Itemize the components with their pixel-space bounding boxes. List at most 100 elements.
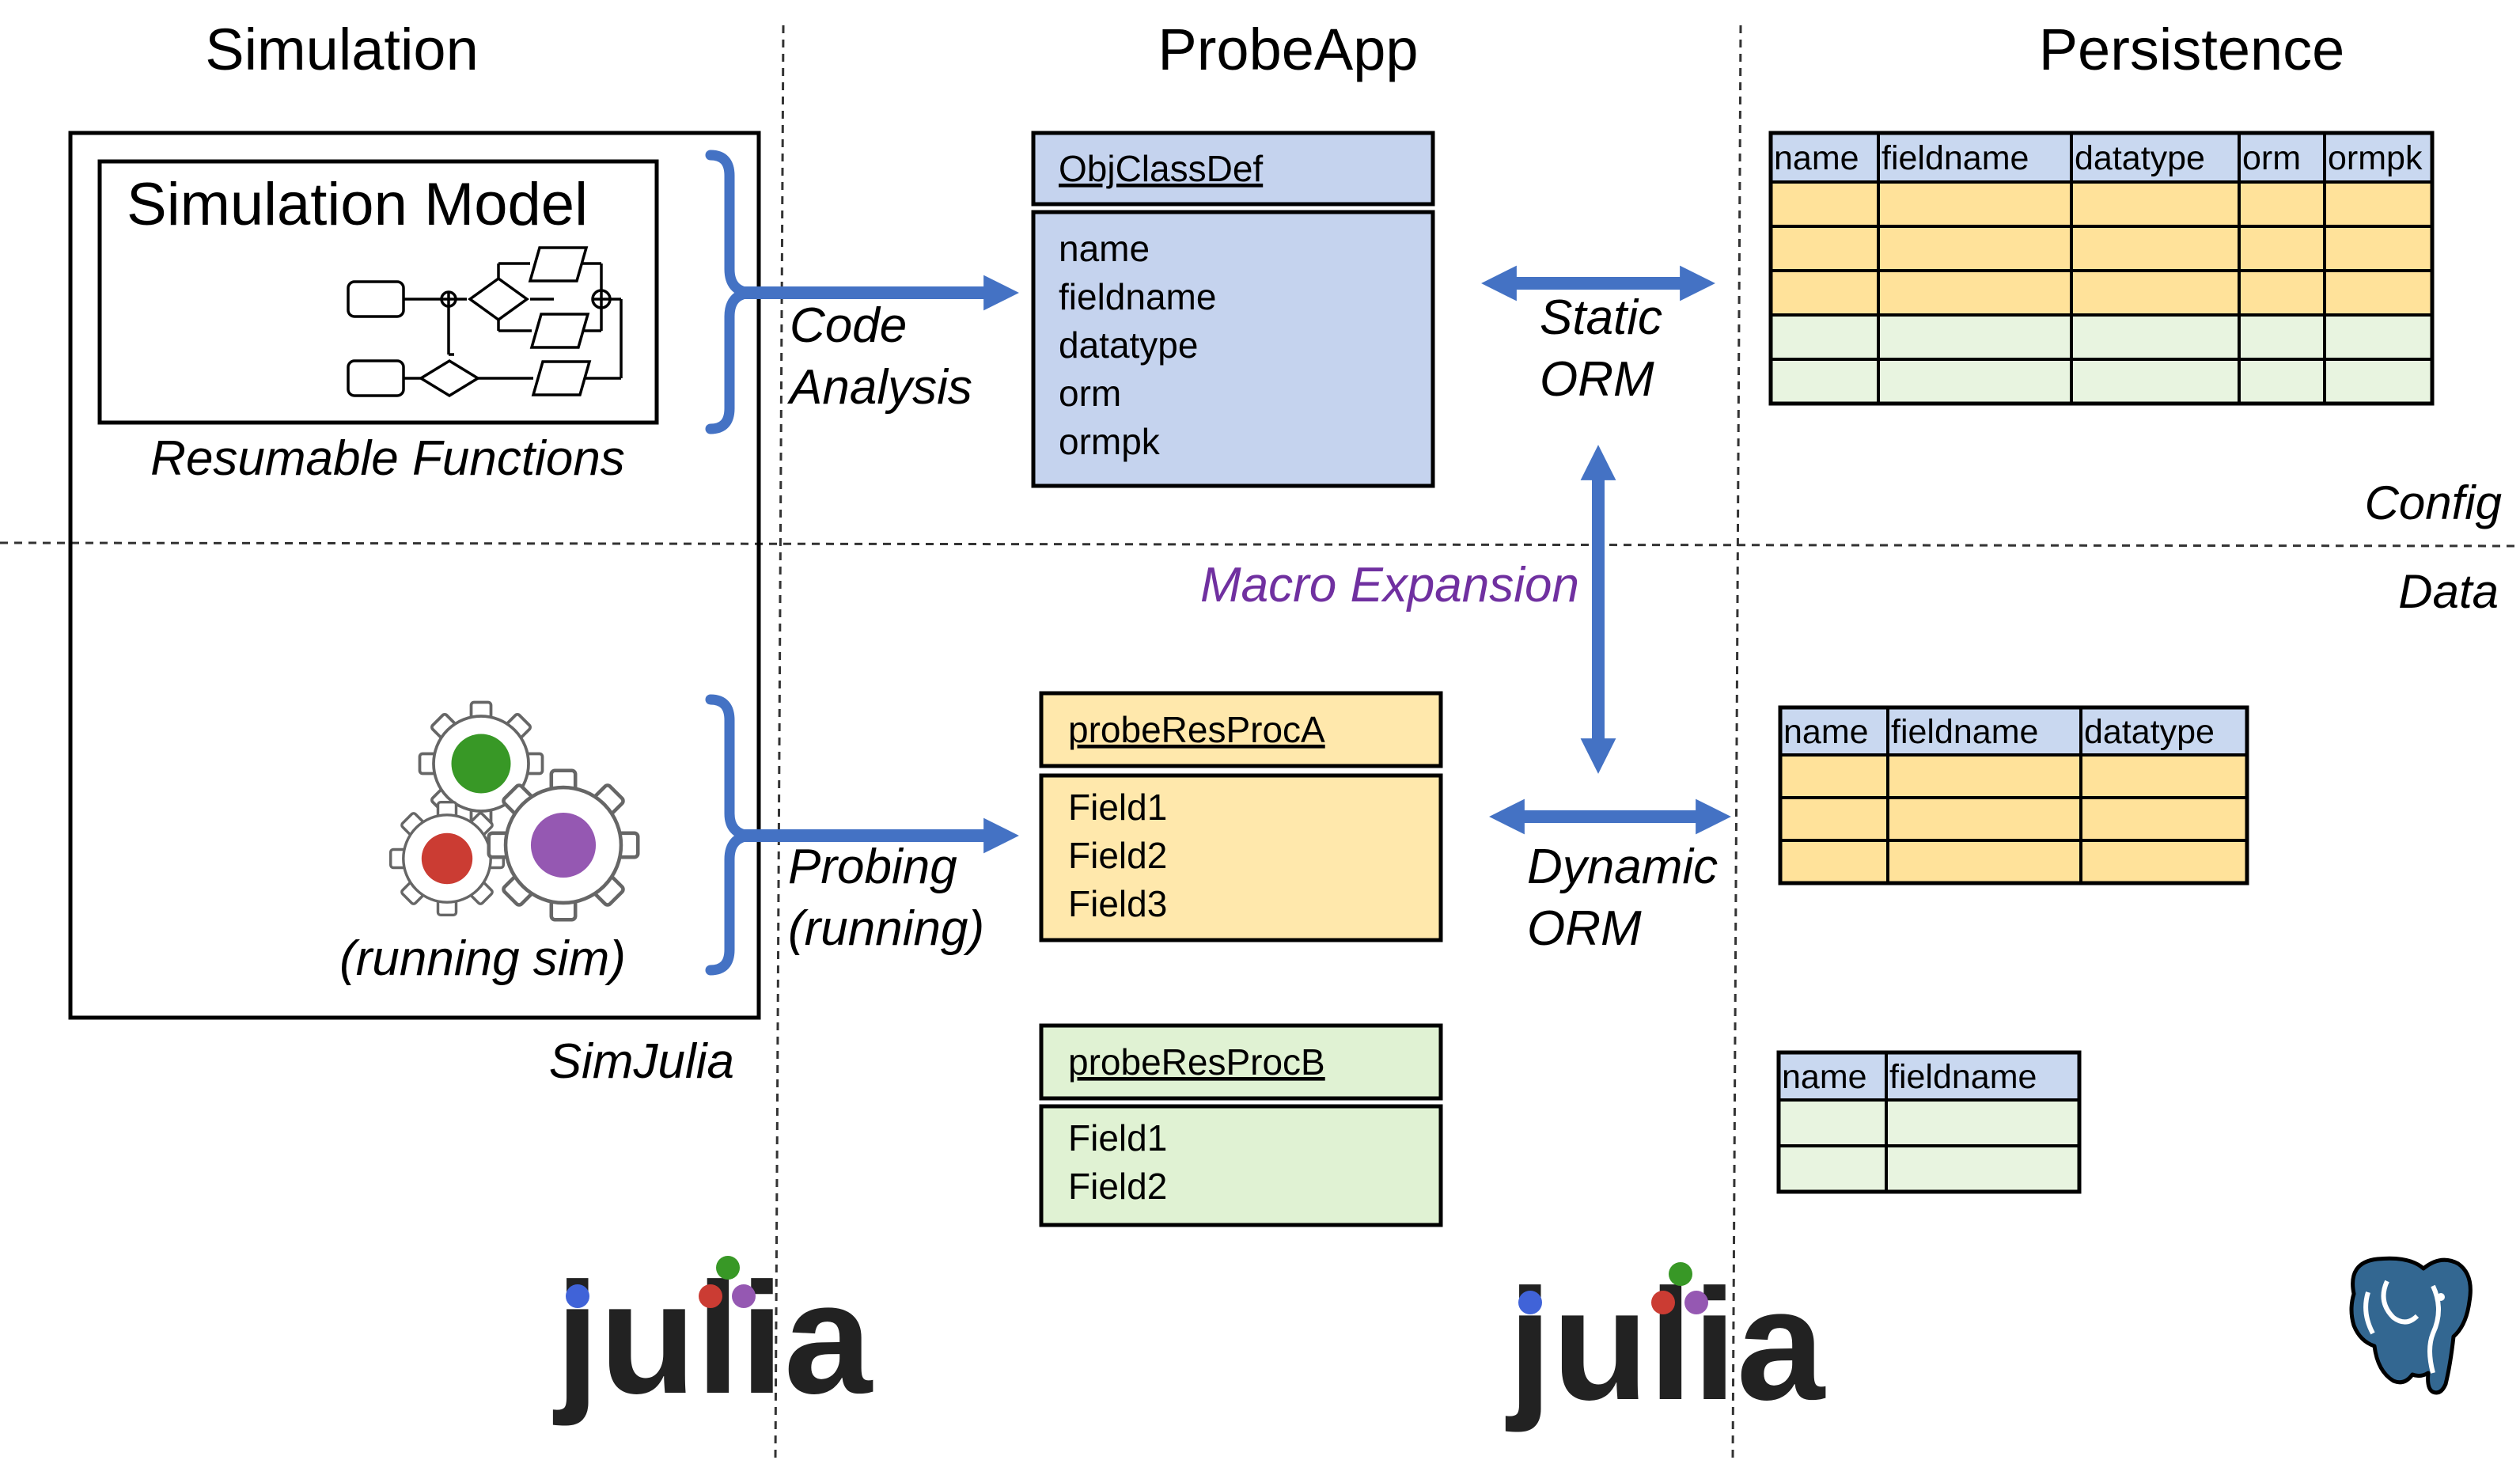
- table-cell: [1769, 269, 1880, 317]
- class-header: [1039, 1023, 1443, 1101]
- class-field: fieldname: [1059, 276, 1216, 317]
- running-sim-label: (running sim): [339, 931, 626, 986]
- table-header-label: name: [1774, 139, 1859, 177]
- class-field: ormpk: [1059, 421, 1161, 462]
- table-cell: [2238, 269, 2326, 317]
- db-table-dataB: name fieldname: [1776, 1050, 2082, 1194]
- table-cell: [1877, 180, 2073, 228]
- postgresql-elephant-icon: [2349, 1256, 2473, 1395]
- row-divider: [0, 541, 2520, 548]
- gear-icon: [388, 800, 506, 917]
- class-field: datatype: [1059, 324, 1198, 366]
- column-title-simulation: Simulation: [205, 17, 479, 82]
- class-field: Field2: [1068, 835, 1167, 876]
- table-header-label: datatype: [2075, 139, 2205, 177]
- table-cell: [2323, 180, 2434, 228]
- probing-label-1: Probing: [788, 840, 957, 894]
- database-tables: name fieldname datatype orm ormpk name fieldna…: [1768, 131, 2435, 1194]
- table-cell: [2079, 839, 2249, 885]
- code-analysis-label-1: Code: [790, 298, 907, 353]
- gears-icon: [388, 700, 639, 920]
- table-cell: [2079, 796, 2249, 842]
- class-field: Field3: [1068, 883, 1167, 924]
- table-cell: [1877, 358, 2073, 405]
- table-cell: [1886, 753, 2082, 799]
- table-cell: [2238, 313, 2326, 361]
- table-cell: [1769, 180, 1880, 228]
- resumable-functions-label: Resumable Functions: [150, 431, 625, 486]
- table-header-label: name: [1782, 1058, 1867, 1096]
- column-title-probeapp: ProbeApp: [1158, 17, 1418, 82]
- table-header-cell: [2079, 706, 2249, 757]
- table-cell: [2070, 358, 2241, 405]
- table-header-label: fieldname: [1891, 713, 2038, 751]
- table-cell: [2070, 269, 2241, 317]
- table-cell: [2070, 180, 2241, 228]
- class-field: Field1: [1068, 787, 1167, 828]
- flowchart-icon: [347, 246, 623, 398]
- table-cell: [1886, 796, 2082, 842]
- table-cell: [2238, 225, 2326, 272]
- class-body: [1031, 210, 1435, 488]
- class-name: ObjClassDef: [1059, 148, 1263, 189]
- table-cell: [2070, 313, 2241, 361]
- class-header: [1039, 691, 1443, 768]
- table-cell: [1779, 839, 1889, 885]
- table-cell: [1777, 1144, 1888, 1193]
- code-analysis-label-2: Analysis: [786, 360, 972, 415]
- table-cell: [2238, 358, 2326, 405]
- table-cell: [1877, 269, 2073, 317]
- class-field: name: [1059, 228, 1150, 269]
- table-header-label: fieldname: [1881, 139, 2029, 177]
- table-header-label: ormpk: [2328, 139, 2423, 177]
- class-body: [1039, 1104, 1443, 1227]
- table-cell: [2079, 753, 2249, 799]
- table-cell: [1777, 1098, 1888, 1147]
- db-table-config: name fieldname datatype orm ormpk: [1768, 131, 2435, 406]
- probing-label-2: (running): [788, 901, 984, 956]
- class-name: probeResProcA: [1068, 709, 1325, 750]
- class-name: probeResProcB: [1068, 1041, 1325, 1083]
- table-cell: [1886, 839, 2082, 885]
- julia-logo-text: julia: [1505, 1257, 1826, 1433]
- table-header-label: orm: [2242, 139, 2301, 177]
- table-cell: [2238, 180, 2326, 228]
- arrows: [744, 265, 1731, 854]
- table-cell: [1779, 796, 1889, 842]
- table-header-label: datatype: [2084, 713, 2215, 751]
- column-divider-2: [1731, 25, 1742, 1460]
- table-cell: [1769, 313, 1880, 361]
- table-cell: [1877, 225, 2073, 272]
- table-outline: [1776, 1050, 2082, 1194]
- column-title-persistence: Persistence: [2039, 17, 2345, 82]
- class-header: [1031, 131, 1435, 207]
- db-table-dataA: name fieldname datatype: [1778, 705, 2249, 885]
- table-header-label: name: [1783, 713, 1869, 751]
- table-outline: [1778, 705, 2249, 885]
- class-box-objclassdef: ObjClassDef name fieldname datatype orm ormpk: [1031, 131, 1435, 488]
- simulation-model: Simulation Model: [97, 159, 659, 425]
- table-cell: [2070, 225, 2241, 272]
- simjulia-label: SimJulia: [549, 1034, 734, 1089]
- simulation-model-title: Simulation Model: [127, 171, 588, 238]
- table-header-label: fieldname: [1889, 1058, 2037, 1096]
- table-cell: [1779, 753, 1889, 799]
- table-cell: [2323, 358, 2434, 405]
- table-cell: [1877, 313, 2073, 361]
- static-orm-label-2: ORM: [1540, 352, 1654, 407]
- julia-logo-text: julia: [552, 1250, 873, 1427]
- simjulia-box: [68, 131, 761, 1020]
- macro-expansion-label: Macro Expansion: [1200, 558, 1579, 612]
- table-outline: [1768, 131, 2435, 406]
- class-field: orm: [1059, 373, 1121, 414]
- table-cell: [1769, 225, 1880, 272]
- gear-icon: [418, 700, 544, 827]
- table-cell: [1885, 1144, 2081, 1193]
- julia-logo: julia: [552, 1250, 873, 1427]
- table-cell: [1769, 358, 1880, 405]
- class-field: Field2: [1068, 1166, 1167, 1207]
- dividers: [0, 25, 2520, 1460]
- table-cell: [2323, 313, 2434, 361]
